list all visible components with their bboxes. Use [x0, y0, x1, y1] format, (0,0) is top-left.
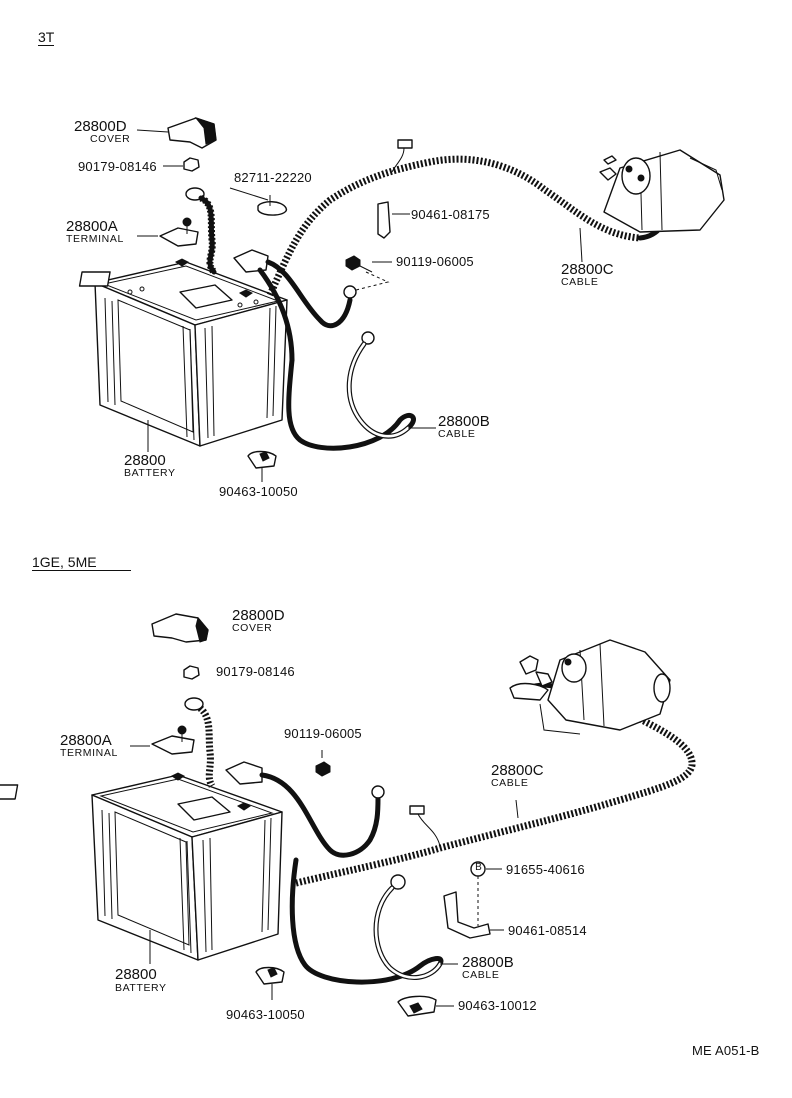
top-clamp-shape: [257, 195, 287, 216]
bottom-bolt-b-marker: B: [475, 862, 482, 873]
top-cover-name: COVER: [90, 133, 131, 145]
top-holder-shape: [247, 450, 277, 482]
bottom-cable-b: [289, 857, 458, 985]
top-battery-name: BATTERY: [124, 467, 176, 479]
bottom-nut-shape: [183, 665, 200, 680]
top-cable-b-name: CABLE: [438, 428, 476, 440]
bottom-terminal-shape: [130, 725, 195, 755]
top-starter-shape: [599, 149, 725, 233]
top-nut-shape: [163, 157, 200, 172]
top-cable-b-part: 28800B: [438, 413, 490, 430]
top-cable-c: [233, 139, 666, 363]
top-battery-part: 28800: [124, 452, 166, 469]
bottom-holder-shape: [255, 966, 285, 1000]
bottom-starter-shape: [509, 639, 671, 735]
top-terminal-part: 28800A: [66, 218, 118, 235]
top-clamp-part: 82711-22220: [234, 170, 312, 185]
top-bracket-part: 90461-08175: [411, 207, 490, 222]
bottom-cover-name: COVER: [232, 622, 273, 634]
diagram-code: ME A051-B: [692, 1043, 760, 1058]
bottom-terminal-name: TERMINAL: [60, 747, 118, 759]
bottom-bolt-b-shape: [470, 861, 502, 926]
top-cable-ring-shape: [185, 187, 217, 275]
section-title-3t: 3T: [38, 29, 55, 46]
bottom-holder-part: 90463-10050: [226, 1007, 305, 1022]
top-cover-part: 28800D: [74, 118, 127, 135]
bottom-cover-part: 28800D: [232, 607, 285, 624]
top-battery: [78, 258, 288, 447]
bottom-battery: [0, 772, 283, 961]
bottom-nut-part: 90179-08146: [216, 664, 295, 679]
top-bolt-shape: [345, 255, 392, 291]
top-cover-shape: [136, 116, 217, 149]
bottom-bolt-shape: [315, 750, 331, 777]
top-nut-part: 90179-08146: [78, 159, 157, 174]
top-bracket-shape: [377, 201, 410, 239]
bottom-terminal-part: 28800A: [60, 732, 112, 749]
bottom-battery-name: BATTERY: [115, 982, 167, 994]
top-cable-c-name: CABLE: [561, 276, 599, 288]
top-clamp-leader: [229, 187, 269, 201]
bottom-cable-b-name: CABLE: [462, 969, 500, 981]
bottom-bolt-part: 90119-06005: [284, 726, 362, 741]
bottom-clip-part: 90463-10012: [458, 998, 537, 1013]
bottom-cable-c-part: 28800C: [491, 762, 544, 779]
top-bolt-part: 90119-06005: [396, 254, 474, 269]
section-title-1ge-5me: 1GE, 5ME: [32, 555, 131, 571]
top-terminal-shape: [137, 217, 199, 247]
bottom-clip-shape: [397, 995, 454, 1017]
bottom-bolt-b-part: 91655-40616: [506, 862, 585, 877]
bottom-bracket-part: 90461-08514: [508, 923, 587, 938]
bottom-battery-part: 28800: [115, 966, 157, 983]
bottom-cable-b-part: 28800B: [462, 954, 514, 971]
top-cable-c-part: 28800C: [561, 261, 614, 278]
bottom-cable-c-name: CABLE: [491, 777, 529, 789]
top-holder-part: 90463-10050: [219, 484, 298, 499]
bottom-cover-shape: [151, 613, 209, 643]
top-cable-c-leader: [579, 227, 583, 263]
bottom-cable-ring-shape: [184, 697, 216, 788]
top-cable-b: [286, 331, 436, 451]
top-terminal-name: TERMINAL: [66, 233, 124, 245]
bottom-bracket-shape: [443, 891, 504, 939]
bottom-cable-c: [225, 682, 696, 888]
